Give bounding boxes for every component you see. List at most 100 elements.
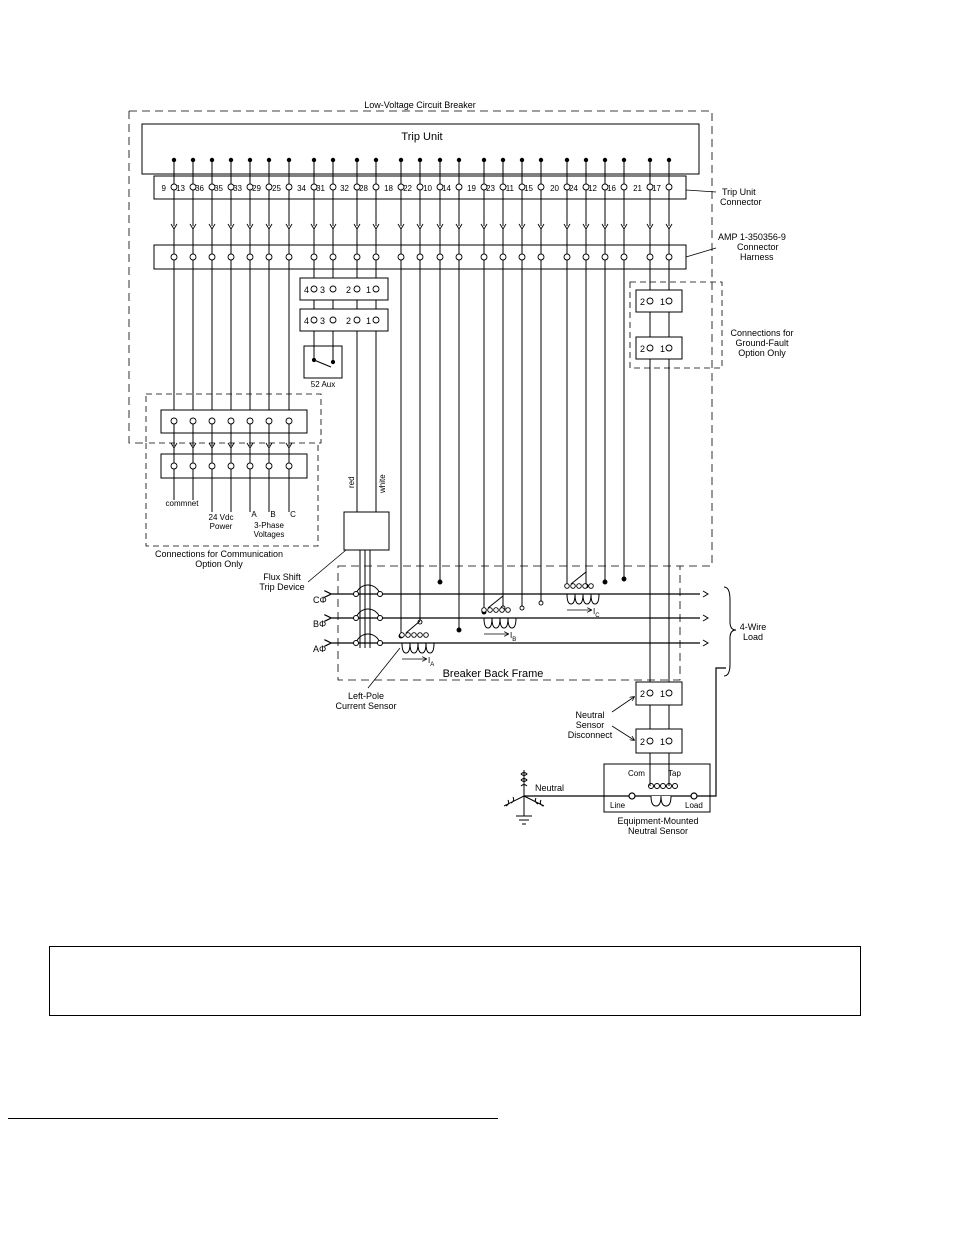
svg-text:Connections for: Connections for xyxy=(730,328,793,338)
terminal-column xyxy=(499,157,507,611)
phase-conductors xyxy=(330,594,700,643)
phase-c-label: CΦ xyxy=(313,595,327,605)
svg-text:BΦ: BΦ xyxy=(313,619,326,629)
svg-text:Connector: Connector xyxy=(737,242,779,252)
svg-text:1: 1 xyxy=(366,285,371,295)
terminal-number: 19 xyxy=(467,184,476,193)
svg-text:1: 1 xyxy=(660,737,665,747)
gf-block-bottom xyxy=(635,336,683,360)
svg-text:1: 1 xyxy=(366,316,371,326)
terminal-column xyxy=(436,157,444,585)
terminal-number: 23 xyxy=(486,184,495,193)
terminal-number: 31 xyxy=(316,184,325,193)
com-label: Com xyxy=(628,769,645,778)
svg-text:3: 3 xyxy=(320,316,325,326)
power-label: 24 Vdc Power xyxy=(209,513,234,531)
terminal-number: 18 xyxy=(384,184,393,193)
load-brace xyxy=(723,586,737,677)
svg-text:Connections for Communication: Connections for Communication xyxy=(155,549,283,559)
svg-text:Flux Shift: Flux Shift xyxy=(263,572,301,582)
voltages-label: 3-Phase Voltages xyxy=(254,521,285,539)
left-pole-leader xyxy=(367,647,401,689)
terminal-number: 35 xyxy=(214,184,223,193)
trip-connector-leader xyxy=(685,189,717,193)
terminal-column xyxy=(620,157,628,582)
aux-terminal-numbers: 4 3 2 1 4 3 2 1 xyxy=(304,285,371,326)
wire-red-label: red xyxy=(347,476,356,488)
commnet-label: commnet xyxy=(166,499,200,508)
svg-text:Connector: Connector xyxy=(720,197,762,207)
svg-text:24 Vdc: 24 Vdc xyxy=(209,513,234,522)
left-pole-label: Left-Pole Current Sensor xyxy=(335,691,396,711)
svg-text:1: 1 xyxy=(660,344,665,354)
phase-voltage-letters: A B C xyxy=(251,510,296,519)
terminal-column xyxy=(265,157,273,410)
neutral-sensor-label: Equipment-Mounted Neutral Sensor xyxy=(617,816,698,836)
comm-terminal xyxy=(285,417,293,512)
svg-text:Ground-Fault: Ground-Fault xyxy=(735,338,789,348)
nd-terminal-numbers: 2 1 2 1 xyxy=(640,689,665,747)
svg-text:3: 3 xyxy=(320,285,325,295)
terminal-number: 17 xyxy=(652,184,661,193)
svg-text:1: 1 xyxy=(660,297,665,307)
svg-text:IB: IB xyxy=(510,631,516,643)
flux-shift-leader xyxy=(307,549,347,583)
svg-text:Sensor: Sensor xyxy=(576,720,605,730)
terminal-column xyxy=(310,157,318,278)
terminal-column xyxy=(416,157,424,625)
svg-text:Harness: Harness xyxy=(740,252,774,262)
terminal-column xyxy=(601,157,609,585)
aux-switch-icon xyxy=(311,331,336,368)
svg-text:C: C xyxy=(290,510,296,519)
ground-icon xyxy=(516,796,532,825)
svg-text:4: 4 xyxy=(304,285,309,295)
terminal-column xyxy=(208,157,216,410)
comm-terminal xyxy=(189,417,197,500)
terminal-column xyxy=(170,157,178,410)
svg-text:IC: IC xyxy=(593,607,600,619)
svg-text:Option Only: Option Only xyxy=(738,348,786,358)
terminal-column xyxy=(246,157,254,410)
terminal-column xyxy=(285,157,293,410)
terminal-column xyxy=(518,157,526,611)
load-terminal-label: Load xyxy=(685,801,703,810)
flux-shift-label: Flux Shift Trip Device xyxy=(259,572,304,592)
terminal-number: 32 xyxy=(340,184,349,193)
tap-label: Tap xyxy=(668,769,681,778)
terminal-number: 36 xyxy=(195,184,204,193)
wire-white-label: white xyxy=(378,474,387,494)
svg-text:Neutral Sensor: Neutral Sensor xyxy=(628,826,688,836)
terminal-column xyxy=(397,157,405,639)
comm-terminal xyxy=(246,417,254,512)
terminal-column xyxy=(189,157,197,410)
svg-text:Disconnect: Disconnect xyxy=(568,730,613,740)
svg-text:Option Only: Option Only xyxy=(195,559,243,569)
svg-text:4-Wire: 4-Wire xyxy=(740,622,767,632)
nd-terminal-circles xyxy=(646,689,673,745)
terminal-number: 15 xyxy=(524,184,533,193)
terminal-number: 25 xyxy=(272,184,281,193)
current-sensor-coil: IA xyxy=(399,620,435,668)
svg-text:2: 2 xyxy=(346,316,351,326)
terminal-number: 33 xyxy=(233,184,242,193)
comm-terminal xyxy=(170,417,178,500)
svg-text:Load: Load xyxy=(743,632,763,642)
terminal-number: 22 xyxy=(403,184,412,193)
neutral-disconnect-leaders xyxy=(611,697,634,740)
svg-text:2: 2 xyxy=(640,689,645,699)
terminal-number: 28 xyxy=(359,184,368,193)
back-frame-boundary xyxy=(337,565,681,681)
terminal-column xyxy=(455,157,463,633)
load-arrows xyxy=(702,590,709,647)
aux-switch-box xyxy=(303,345,343,379)
neutral-wires xyxy=(649,312,670,786)
aux-terminal-circles xyxy=(310,285,380,324)
nd-block-top xyxy=(635,681,683,706)
terminal-number: 10 xyxy=(423,184,432,193)
phase-b-label: BΦ xyxy=(313,619,326,629)
svg-text:2: 2 xyxy=(346,285,351,295)
terminal-number: 14 xyxy=(442,184,451,193)
harness-label: AMP 1-350356-9 Connector Harness xyxy=(718,232,786,262)
current-sensor-coil: IC xyxy=(564,571,600,619)
